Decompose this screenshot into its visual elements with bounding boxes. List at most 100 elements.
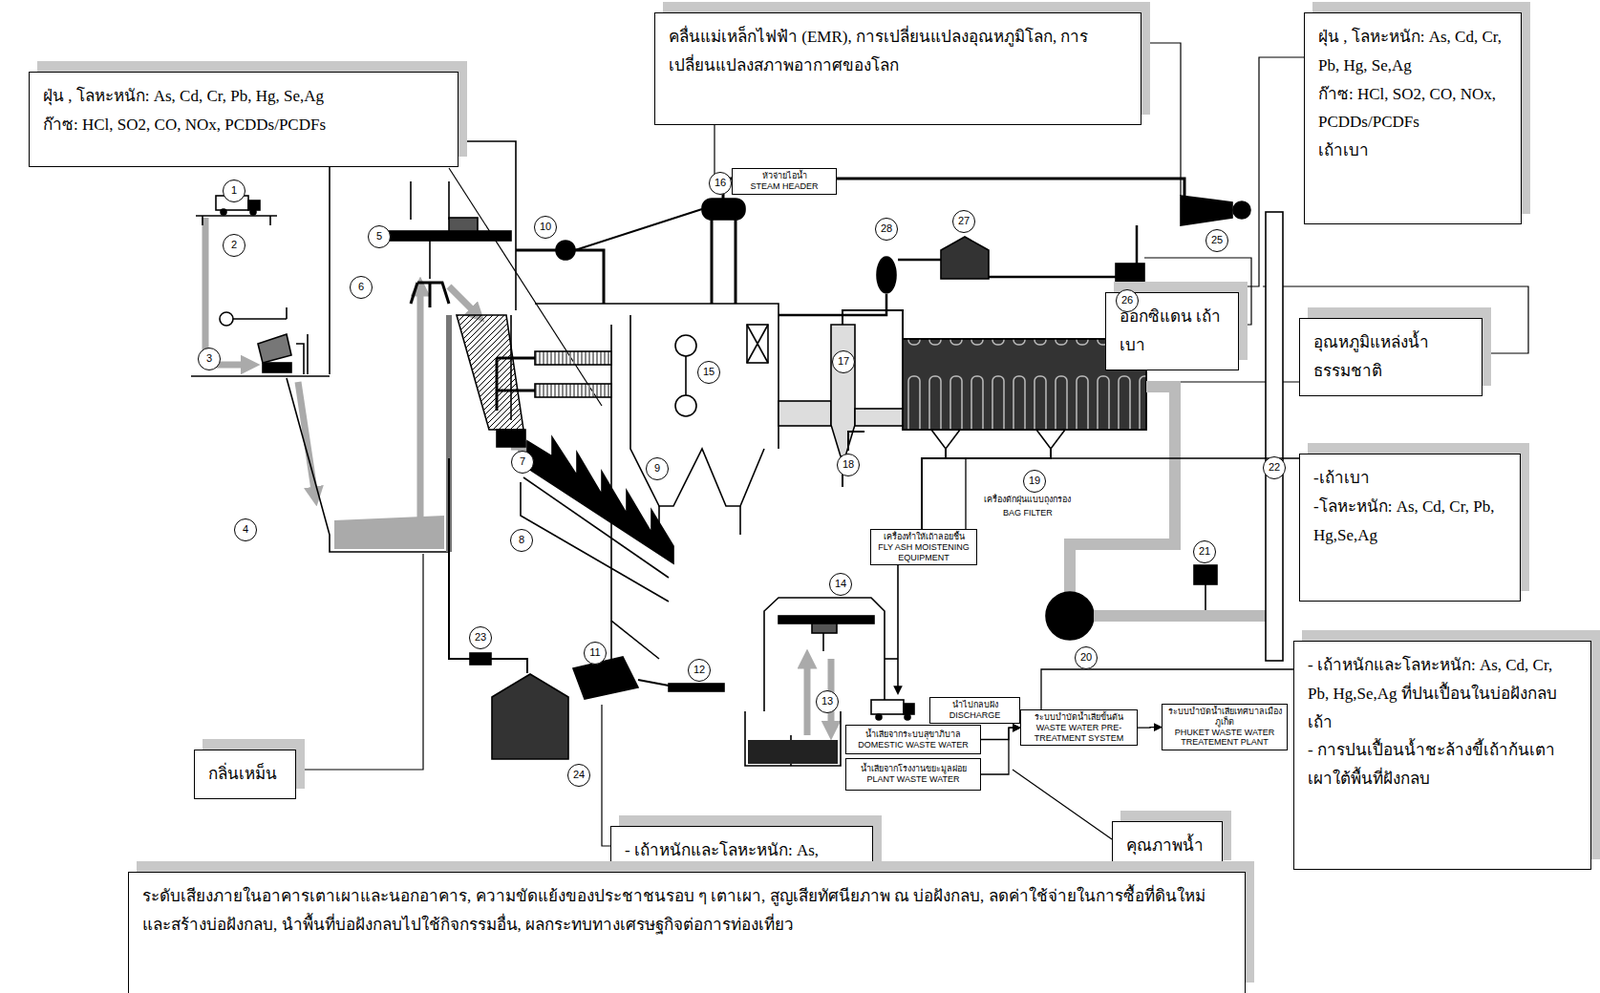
callout-number: 4 — [234, 518, 257, 542]
number-text: 18 — [837, 454, 859, 475]
callout-number: 10 — [533, 215, 557, 239]
callout-text: - เถ้าหนักและโลหะหนัก: As, Cd, Cr, Pb, H… — [1307, 651, 1578, 737]
callout-box: ระดับเสียงภายในอาคารเตาเผาและนอกอาคาร, ค… — [128, 872, 1246, 993]
callout-box: -เถ้าเบา-โลหะหนัก: As, Cd, Cr, Pb, Hg,Se… — [1299, 453, 1521, 602]
equipment-label: เครื่องทำให้เถ้าลอยชื้น — [874, 532, 974, 543]
callout-number: 6 — [349, 276, 373, 299]
callout-text: เถ้าเบา — [1318, 136, 1508, 166]
equipment-label: DOMESTIC WASTE WATER — [849, 740, 978, 751]
callout-number: 11 — [583, 641, 607, 665]
number-text: 27 — [953, 211, 975, 232]
number-text: 25 — [1206, 230, 1228, 251]
number-text: 2 — [223, 234, 245, 256]
callout-text: ก๊าซ: HCl, SO2, CO, NOx, PCDDs/PCDFs — [1318, 80, 1508, 138]
callout-number: 9 — [645, 457, 669, 481]
callout-box: กลิ่นเหม็น — [193, 749, 297, 800]
number-text: 13 — [816, 691, 838, 712]
number-text: 10 — [534, 216, 556, 237]
number-text: 4 — [234, 519, 256, 540]
equipment-label: น้ำเสียจากระบบสุขาภิบาล — [849, 729, 978, 741]
callout-number: 24 — [567, 764, 591, 788]
equipment-label: น้ำเสียจากโรงงานขยะมูลฝอย — [849, 764, 978, 775]
equipment-box: น้ำเสียจากระบบสุขาภิบาลDOMESTIC WASTE WA… — [845, 725, 982, 755]
callout-number: 25 — [1205, 229, 1229, 253]
callout-number: 21 — [1193, 540, 1216, 564]
number-text: 17 — [832, 351, 854, 372]
callout-text: ฝุ่น , โลหะหนัก: As, Cd, Cr, Pb, Hg, Se,… — [1318, 22, 1508, 81]
callout-number: 5 — [367, 225, 391, 249]
number-text: 21 — [1194, 541, 1216, 562]
equipment-box: หัวจ่ายไอน้ำSTEAM HEADER — [731, 168, 837, 195]
number-text: 14 — [830, 574, 852, 595]
callout-text: ออกซิแดน เถ้าเบา — [1119, 302, 1225, 361]
equipment-label: ระบบบำบัดน้ำเสียขั้นต้น — [1024, 712, 1134, 724]
number-text: 20 — [1075, 647, 1097, 668]
callout-text: คลื่นแม่เหล็กไฟฟ้า (EMR), การเปลี่ยนแปลง… — [668, 22, 1128, 81]
number-text: 26 — [1116, 290, 1138, 311]
callout-number: 13 — [815, 690, 839, 714]
callout-text: คุณภาพน้ำ — [1126, 832, 1209, 861]
equipment-box: เครื่องทำให้เถ้าลอยชื้นFLY ASH MOISTENIN… — [870, 529, 978, 566]
number-text: 16 — [709, 172, 731, 193]
equipment-label: PHUKET WASTE WATER TREATEMENT PLANT — [1165, 727, 1284, 749]
equipment-box: นำไปกลบฝังDISCHARGE — [929, 697, 1021, 725]
number-text: 9 — [646, 458, 668, 479]
callout-box: คลื่นแม่เหล็กไฟฟ้า (EMR), การเปลี่ยนแปลง… — [654, 12, 1142, 126]
equipment-label: DISCHARGE — [933, 710, 1017, 722]
number-text: 19 — [1024, 470, 1046, 491]
number-text: 28 — [875, 218, 897, 239]
number-text: 3 — [198, 348, 220, 369]
callout-box: ฝุ่น , โลหะหนัก: As, Cd, Cr, Pb, Hg, Se,… — [1303, 12, 1522, 225]
equipment-label: WASTE WATER PRE-TREATMENT SYSTEM — [1024, 723, 1134, 745]
callout-number: 27 — [952, 210, 976, 234]
callout-number: 1 — [222, 179, 246, 203]
callout-box: คุณภาพน้ำ — [1111, 821, 1223, 872]
callout-number: 20 — [1074, 646, 1098, 670]
callout-number: 16 — [708, 171, 732, 195]
connector — [1137, 726, 1162, 729]
equipment-label: หัวจ่ายไอน้ำ — [735, 170, 833, 182]
callout-number: 15 — [697, 361, 721, 384]
equipment-label: นำไปกลบฝัง — [933, 700, 1017, 711]
callout-text: กลิ่นเหม็น — [208, 760, 282, 790]
connector — [981, 727, 1021, 740]
callout-number: 2 — [222, 234, 246, 257]
callout-number: 7 — [511, 450, 534, 474]
number-text: 8 — [511, 530, 533, 551]
number-text: 7 — [512, 451, 534, 472]
callout-box: อุณหภูมิแหล่งน้ำ ธรรมชาติ — [1299, 318, 1483, 397]
callout-number: 17 — [832, 350, 855, 374]
equipment-label: ระบบบำบัดน้ำเสียเทศบาลเมืองภูเก็ต — [1165, 706, 1284, 728]
callout-text: -โลหะหนัก: As, Cd, Cr, Pb, Hg,Se,Ag — [1313, 492, 1507, 551]
callout-text: ระดับเสียงภายในอาคารเตาเผาและนอกอาคาร, ค… — [142, 882, 1232, 940]
equipment-label: STEAM HEADER — [735, 181, 833, 192]
callout-text: ฝุ่น , โลหะหนัก: As, Cd, Cr, Pb, Hg, Se,… — [42, 82, 445, 111]
callout-number: 28 — [874, 217, 898, 241]
callout-box: - เถ้าหนักและโลหะหนัก: As, Cd, Cr, Pb, H… — [1293, 640, 1592, 871]
callout-number: 23 — [469, 626, 492, 650]
number-text: 1 — [223, 180, 245, 201]
equipment-box: ระบบบำบัดน้ำเสียเทศบาลเมืองภูเก็ตPHUKET … — [1161, 704, 1288, 751]
number-text: 22 — [1263, 457, 1285, 478]
equipment-label: FLY ASH MOISTENING EQUIPMENT — [874, 542, 974, 564]
callout-number: 18 — [836, 453, 860, 477]
callout-number: 14 — [829, 573, 853, 597]
equipment-box: ระบบบำบัดน้ำเสียขั้นต้นWASTE WATER PRE-T… — [1020, 709, 1138, 747]
callout-text: ก๊าซ: HCl, SO2, CO, NOx, PCDDs/PCDFs — [42, 110, 445, 140]
connector — [981, 727, 1021, 775]
callout-number: 8 — [510, 529, 534, 553]
number-text: 23 — [469, 627, 491, 648]
equipment-label: PLANT WASTE WATER — [849, 774, 978, 786]
callout-text: - การปนเปื้อนน้ำชะล้างขี้เถ้าก้นเตาเผาใต… — [1307, 736, 1578, 794]
equipment-caption: BAG FILTER — [1001, 508, 1055, 519]
number-text: 6 — [350, 277, 372, 298]
number-text: 5 — [368, 226, 390, 247]
number-text: 11 — [584, 642, 606, 663]
callout-number: 12 — [687, 659, 711, 683]
equipment-box: น้ำเสียจากโรงงานขยะมูลฝอยPLANT WASTE WAT… — [845, 758, 982, 791]
callout-number: 26 — [1115, 289, 1139, 313]
callout-number: 3 — [197, 347, 221, 371]
number-text: 12 — [688, 660, 710, 681]
connector — [965, 458, 1300, 530]
equipment-caption: เครื่องดักฝุ่นแบบถุงกรอง — [981, 494, 1073, 506]
